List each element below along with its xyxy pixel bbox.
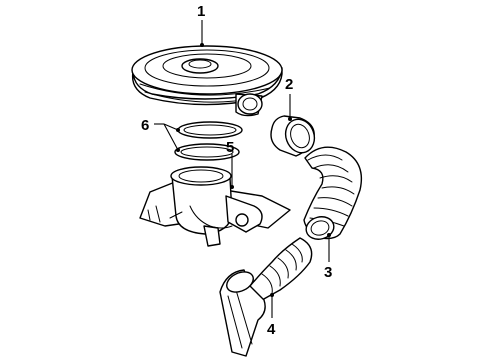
svg-text:6: 6	[141, 117, 149, 134]
svg-text:1: 1	[197, 3, 205, 20]
svg-text:3: 3	[324, 264, 332, 281]
callout-6: 6	[141, 117, 180, 152]
lower-duct-inlet	[219, 237, 313, 357]
gasket-upper	[177, 121, 243, 139]
outlet-collar	[270, 115, 316, 157]
callout-3: 3	[324, 233, 332, 281]
air-cleaner-assembly	[131, 45, 283, 117]
throttle-body-adapter	[139, 166, 291, 247]
callout-5: 5	[226, 139, 234, 189]
svg-text:2: 2	[285, 76, 293, 93]
callout-1: 1	[197, 3, 205, 47]
callout-4: 4	[267, 293, 276, 338]
svg-text:4: 4	[267, 321, 276, 338]
svg-text:5: 5	[226, 139, 234, 156]
gasket-lower	[174, 143, 240, 161]
upper-duct	[303, 146, 363, 240]
callout-2: 2	[285, 76, 293, 121]
